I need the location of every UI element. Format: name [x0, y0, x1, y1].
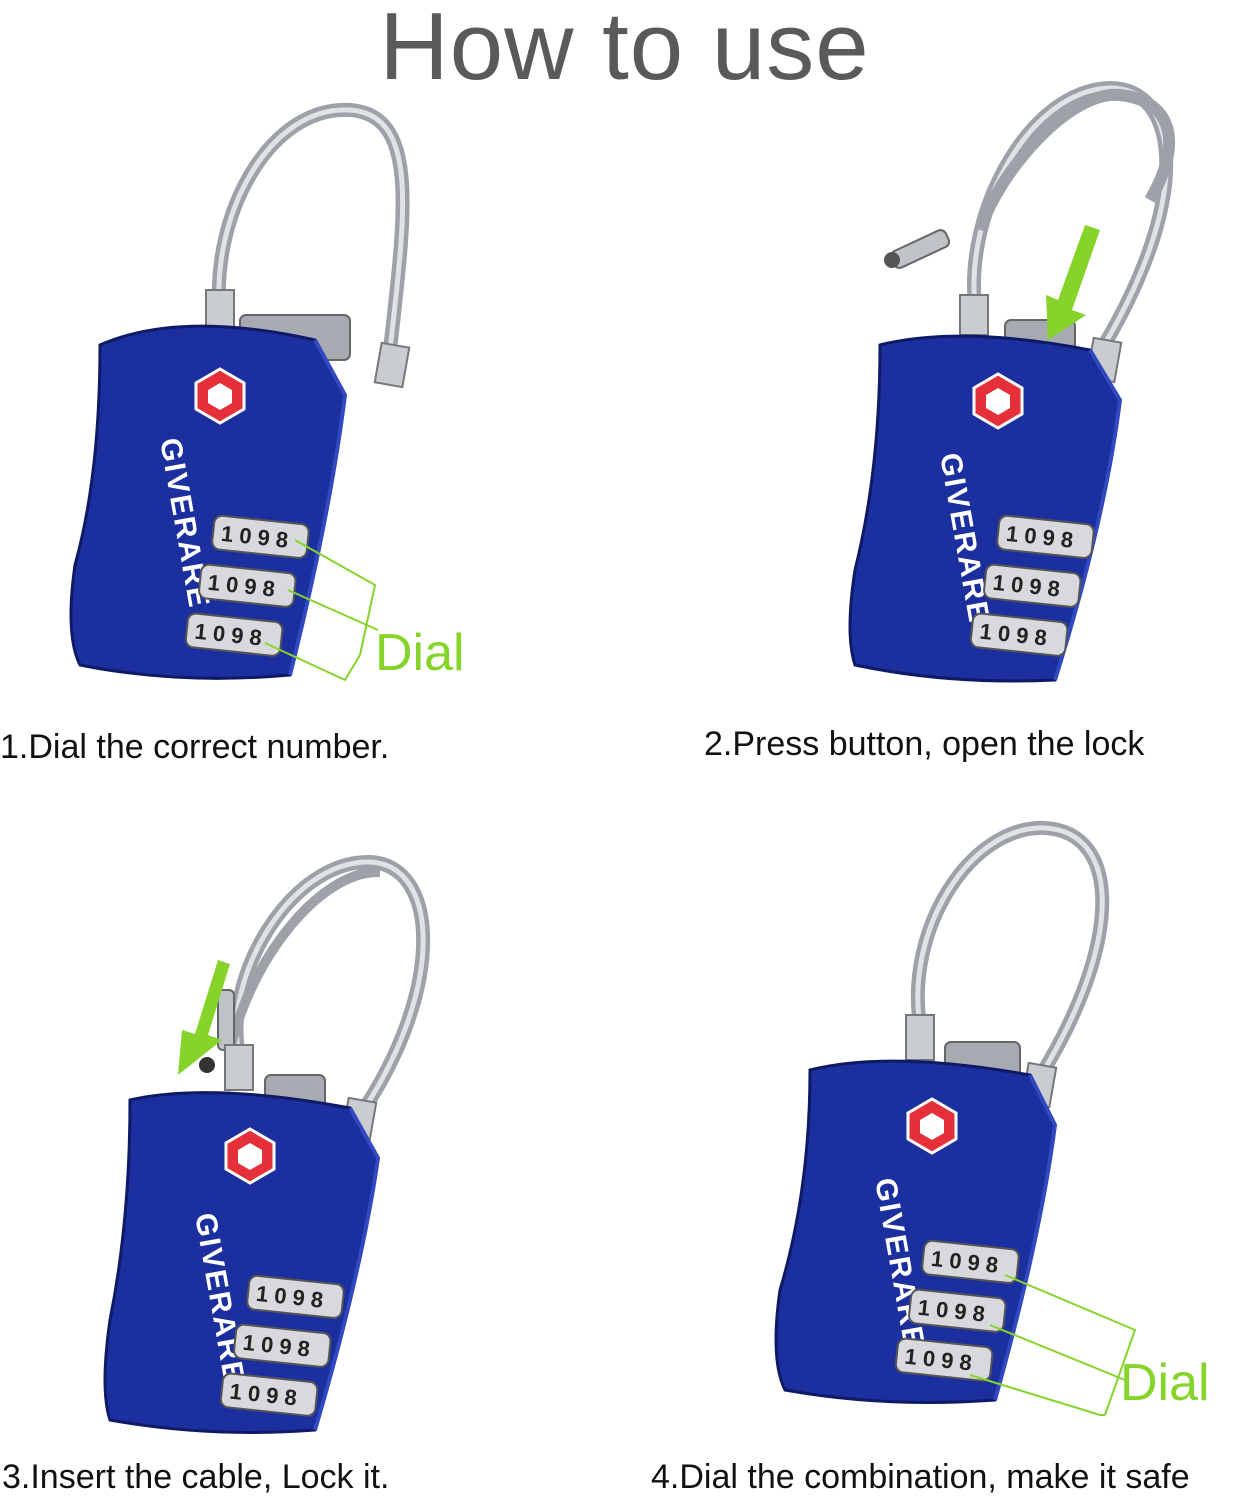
step-4-caption: 4.Dial the combination, make it safe: [651, 1458, 1190, 1496]
step-2-caption: 2.Press button, open the lock: [704, 725, 1145, 763]
tsa-logo-icon: [906, 1097, 958, 1155]
lock-illustration-step-2: GIVERARE 1 0 9 8 1 0 9 8 1 0 9 8: [848, 80, 1210, 690]
tsa-logo-icon: [194, 367, 246, 425]
dial-annotation: Dial: [1120, 1354, 1210, 1412]
press-arrow-icon: [1046, 225, 1100, 340]
insert-arrow-icon: [178, 960, 230, 1075]
lock-illustration-step-4: GIVERARE 1 0 9 8 1 0 9 8 1 0 9 8 Dial: [770, 820, 1230, 1430]
tsa-logo-icon: [972, 372, 1024, 430]
combination-dials: 1 0 9 8 1 0 9 8 1 0 9 8: [184, 514, 310, 657]
step-3-caption: 3.Insert the cable, Lock it.: [2, 1458, 390, 1496]
dial-callout-lines: [264, 539, 379, 682]
dial-annotation: Dial: [375, 624, 465, 682]
lock-illustration-step-3: GIVERARE 1 0 9 8 1 0 9 8 1 0 9 8: [100, 850, 460, 1440]
dial-callout-lines: [969, 1274, 1137, 1416]
page-title: How to use: [379, 0, 870, 100]
tsa-logo-icon: [224, 1127, 276, 1185]
lock-illustration-step-1: GIVERARE 1 0 9 8 1 0 9 8 1 0 9 8 Dial: [60, 95, 480, 695]
step-1-caption: 1.Dial the correct number.: [0, 728, 390, 766]
